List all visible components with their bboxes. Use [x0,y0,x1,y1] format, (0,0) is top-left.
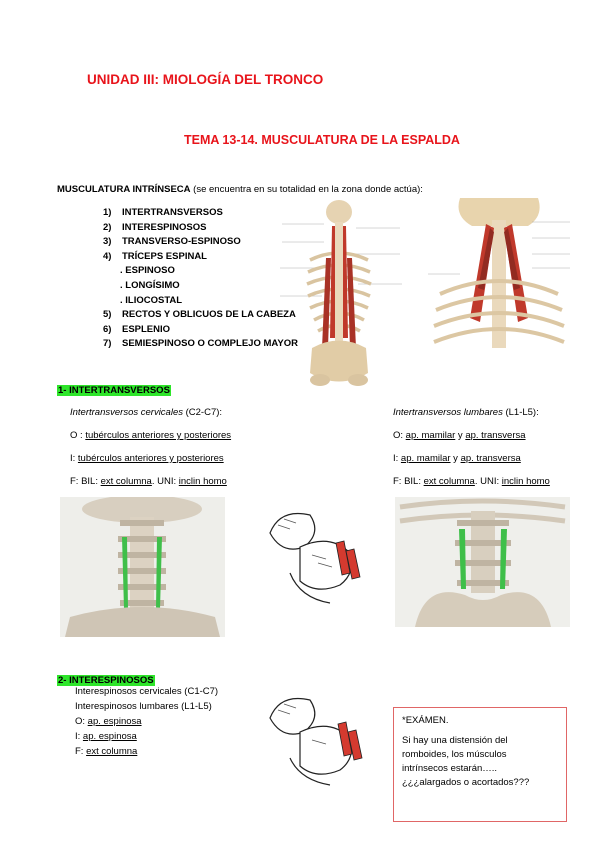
origin-value: ap. espinosa [87,716,142,727]
section2-line1: Interespinosos cervicales (C1-C7) [75,686,219,697]
list-num: 2) [103,221,112,233]
exam-title: *EXÁMEN. [402,715,449,726]
function-mid: . UNI: [151,476,179,487]
origin-prefix: O: [393,430,406,441]
exam-line: romboides, los músculos [402,749,507,760]
list-num: 5) [103,309,112,321]
lumbar-title-tail: : [536,407,539,418]
list-label: . ILIOCOSTAL [120,294,183,306]
insertion-prefix: I: [75,731,83,742]
cervical-function: F: BIL: ext columna. UNI: inclin homo [70,476,227,487]
cervical-spine-illustration [60,497,225,637]
function-mid: . UNI: [474,476,502,487]
insertion-value-1: ap. mamilar [400,453,451,464]
function-prefix: F: BIL: [393,476,424,487]
lumbar-title-name: Intertransversos lumbares [393,407,503,418]
lumbar-spine-illustration [395,497,570,627]
muscle-list: 1) INTERTRANSVERSOS 2) INTERESPINOSOS 3) TR… [103,206,298,352]
exam-note-box: *EXÁMEN. Si hay una distensión del rombo… [393,707,567,822]
origin-and: y [455,430,466,441]
exam-line: Si hay una distensión del [402,735,508,746]
topic-title: TEMA 13-14. MUSCULATURA DE LA ESPALDA [184,133,460,147]
origin-value: tubérculos anteriores y posteriores [85,430,232,441]
list-subitem: . ILIOCOSTAL [103,294,298,309]
section2-origin: O: ap. espinosa [75,716,142,727]
function-bilateral: ext columna [100,476,152,487]
list-num: 6) [103,323,112,335]
list-item: 5) RECTOS Y OBLICUOS DE LA CABEZA [103,308,298,323]
list-label: SEMIESPINOSO O COMPLEJO MAYOR [122,338,298,350]
vertebra-muscle-diagram [269,512,361,604]
insertion-value: ap. espinosa [82,731,137,742]
list-subitem: . LONGÍSIMO [103,279,298,294]
insertion-prefix: I: [393,453,401,464]
section2-heading: 2- INTERESPINOSOS [57,670,155,688]
list-subitem: . ESPINOSO [103,264,298,279]
insertion-value-2: ap. transversa [460,453,521,464]
function-unilateral: inclin homo [178,476,227,487]
list-item: 1) INTERTRANSVERSOS [103,206,298,221]
section1-heading-text: 1- INTERTRANSVERSOS [57,385,171,396]
section1-heading: 1- INTERTRANSVERSOS [57,380,171,398]
list-num: 3) [103,236,112,248]
origin-value-2: ap. transversa [465,430,526,441]
list-label: TRANSVERSO-ESPINOSO [122,236,241,248]
list-item: 3) TRANSVERSO-ESPINOSO [103,235,298,250]
list-num: 7) [103,338,112,350]
cervical-title: Intertransversos cervicales (C2-C7): [70,407,222,418]
function-unilateral: inclin homo [501,476,550,487]
function-prefix: F: BIL: [70,476,101,487]
lumbar-title: Intertransversos lumbares (L1-L5): [393,407,539,418]
origin-prefix: O : [70,430,86,441]
interspinous-vertebra-diagram [269,697,363,786]
cervical-title-name: Intertransversos cervicales [70,407,183,418]
exam-line: ¿¿¿alargados o acortados??? [402,777,530,788]
insertion-prefix: I: [70,453,78,464]
list-label: TRÍCEPS ESPINAL [122,250,207,262]
lumbar-function: F: BIL: ext columna. UNI: inclin homo [393,476,550,487]
list-item: 7) SEMIESPINOSO O COMPLEJO MAYOR [103,337,298,352]
function-prefix: F: [75,746,87,757]
deep-back-muscles-illustration [280,200,402,386]
list-label: RECTOS Y OBLICUOS DE LA CABEZA [122,309,296,321]
list-item: 2) INTERESPINOSOS [103,221,298,236]
list-label: INTERESPINOSOS [122,221,207,233]
unit-title: UNIDAD III: MIOLOGÍA DEL TRONCO [87,72,324,87]
insertion-value: tubérculos anteriores y posteriores [77,453,224,464]
lumbar-title-range: (L1-L5) [502,407,537,418]
lumbar-origin: O: ap. mamilar y ap. transversa [393,430,526,441]
insertion-and: y [450,453,461,464]
list-num: 1) [103,207,112,218]
cervical-title-tail: : [219,407,223,418]
neck-muscles-illustration [428,198,570,348]
cervical-title-range: (C2-C7) [182,407,220,418]
intro-bold: MUSCULATURA INTRÍNSECA [57,184,191,195]
section2-heading-text: 2- INTERESPINOSOS [57,675,155,686]
list-label: . LONGÍSIMO [120,279,180,291]
intro-rest: (se encuentra en su totalidad en la zona… [190,184,423,195]
list-label: . ESPINOSO [120,265,175,277]
origin-value-1: ap. mamilar [405,430,456,441]
lumbar-insertion: I: ap. mamilar y ap. transversa [393,453,521,464]
cervical-insertion: I: tubérculos anteriores y posteriores [70,453,224,464]
list-label: ESPLENIO [122,323,171,335]
section2-insertion: I: ap. espinosa [75,731,137,742]
cervical-origin: O : tubérculos anteriores y posteriores [70,430,231,441]
section2-line2: Interespinosos lumbares (L1-L5) [75,701,212,712]
list-num: 4) [103,250,112,262]
origin-prefix: O: [75,716,88,727]
section2-function: F: ext columna [75,746,137,757]
function-bilateral: ext columna [423,476,475,487]
list-item: 6) ESPLENIO [103,323,298,338]
list-label: INTERTRANSVERSOS [122,207,223,218]
list-item: 4) TRÍCEPS ESPINAL [103,250,298,265]
function-value: ext columna [86,746,138,757]
exam-line: intrínsecos estarán….. [402,763,498,774]
intro-line: MUSCULATURA INTRÍNSECA (se encuentra en … [57,184,423,195]
